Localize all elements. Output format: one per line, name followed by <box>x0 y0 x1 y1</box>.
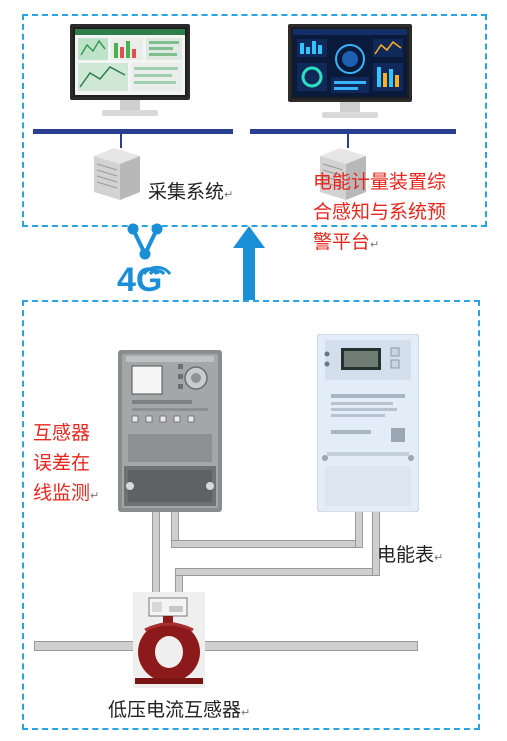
network-bus-right <box>250 129 456 134</box>
device-layer-box <box>22 300 480 730</box>
bus-drop-left <box>120 134 122 148</box>
platform-label-line-3: 警平台↵ <box>313 231 380 253</box>
system-layer-box <box>22 14 487 227</box>
monitor-label-line-2: 误差在 <box>33 452 91 474</box>
network-node-icon <box>127 223 163 260</box>
dashboard-screen-green <box>75 29 185 95</box>
collection-system-label: 采集系统↵ <box>148 181 234 203</box>
current-transformer-label: 低压电流互感器↵ <box>108 699 251 721</box>
meter-label: 电能表↵ <box>377 544 444 566</box>
dashboard-screen-dark <box>293 29 407 97</box>
current-transformer-device <box>133 592 205 688</box>
wifi-signal-icon <box>142 265 172 276</box>
wire-ct-to-meter-vertical <box>152 505 160 595</box>
wire-upper-horizontal <box>171 540 363 548</box>
network-bus-left <box>33 129 233 134</box>
busbar-left <box>34 641 138 651</box>
platform-label-line-1: 电能计量装置综 <box>313 171 447 193</box>
platform-server-icon <box>320 148 366 200</box>
monitor-label-line-1: 互感器 <box>33 422 91 444</box>
4g-badge: 4G <box>117 261 163 299</box>
platform-label-line-2: 合感知与系统预 <box>313 201 447 223</box>
error-monitor-device <box>118 350 222 512</box>
monitor-label-line-3: 线监测↵ <box>33 482 100 504</box>
upload-arrow-icon <box>233 226 265 300</box>
collection-server-icon <box>94 148 140 200</box>
platform-monitor <box>288 24 412 124</box>
busbar-right <box>198 641 418 651</box>
collection-monitor <box>70 24 190 124</box>
bus-drop-right <box>347 134 349 148</box>
wire-lower-horizontal <box>175 568 380 576</box>
electricity-meter-device <box>317 334 419 512</box>
